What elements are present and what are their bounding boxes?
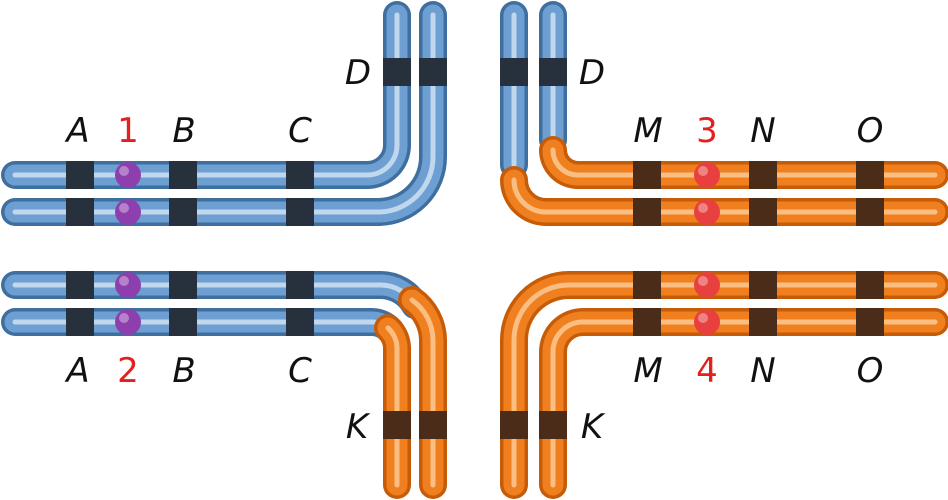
centromere [694,199,720,225]
band [66,308,94,336]
label-centromere-2: 2 [117,351,139,391]
label-a: A [64,351,89,391]
centromere [115,309,141,335]
centromere [115,199,141,225]
chromatid-bottom-left-1-lower [398,286,447,499]
chromatid-top-left-2 [1,1,447,226]
band [169,308,197,336]
centromere [115,162,141,188]
centromere [694,309,720,335]
label-b: B [172,351,195,391]
label-m: M [633,351,662,391]
band [633,308,661,336]
top-right-labels: D M 3 N O [579,53,883,151]
band [66,198,94,226]
band [749,198,777,226]
band [856,308,884,336]
label-d: D [345,53,371,93]
label-d: D [579,53,605,93]
band [856,161,884,189]
bottom-right-labels: K M 4 N O [581,351,884,447]
band [419,58,447,86]
band [383,58,411,86]
band [169,161,197,189]
band [383,411,411,439]
label-o: O [857,351,884,391]
label-c: C [288,351,312,391]
band [749,271,777,299]
chromatid-bottom-left-2-lower [374,314,411,499]
band [749,161,777,189]
band [856,198,884,226]
chromatid-bottom-right-2 [539,308,948,499]
centromeres [115,162,720,335]
label-c: C [288,111,312,151]
bands [66,58,884,439]
band [633,161,661,189]
band [66,161,94,189]
label-m: M [633,111,662,151]
label-centromere-4: 4 [696,351,718,391]
band [539,58,567,86]
top-left-labels: A 1 B C D [64,53,371,151]
centromere [694,272,720,298]
centromere [115,272,141,298]
band [633,271,661,299]
label-n: N [750,351,775,391]
label-k: K [581,407,606,447]
band [749,308,777,336]
chromatid-top-right-2-lower [500,166,948,226]
label-o: O [857,111,884,151]
band [286,271,314,299]
label-k: K [346,407,371,447]
label-centromere-1: 1 [117,111,139,151]
band [419,411,447,439]
chromatid-top-right-1-lower [539,136,948,189]
band [500,58,528,86]
band [169,198,197,226]
label-n: N [750,111,775,151]
band [286,308,314,336]
chromatid-bottom-right-1 [500,271,948,499]
label-a: A [64,111,89,151]
label-centromere-3: 3 [696,111,718,151]
band [169,271,197,299]
band [286,161,314,189]
centromere [694,162,720,188]
band [856,271,884,299]
band [286,198,314,226]
band [633,198,661,226]
band [500,411,528,439]
band [66,271,94,299]
label-b: B [172,111,195,151]
bottom-left-labels: A 2 B C K [64,351,370,447]
chromatid-top-left-1 [1,1,411,189]
band [539,411,567,439]
